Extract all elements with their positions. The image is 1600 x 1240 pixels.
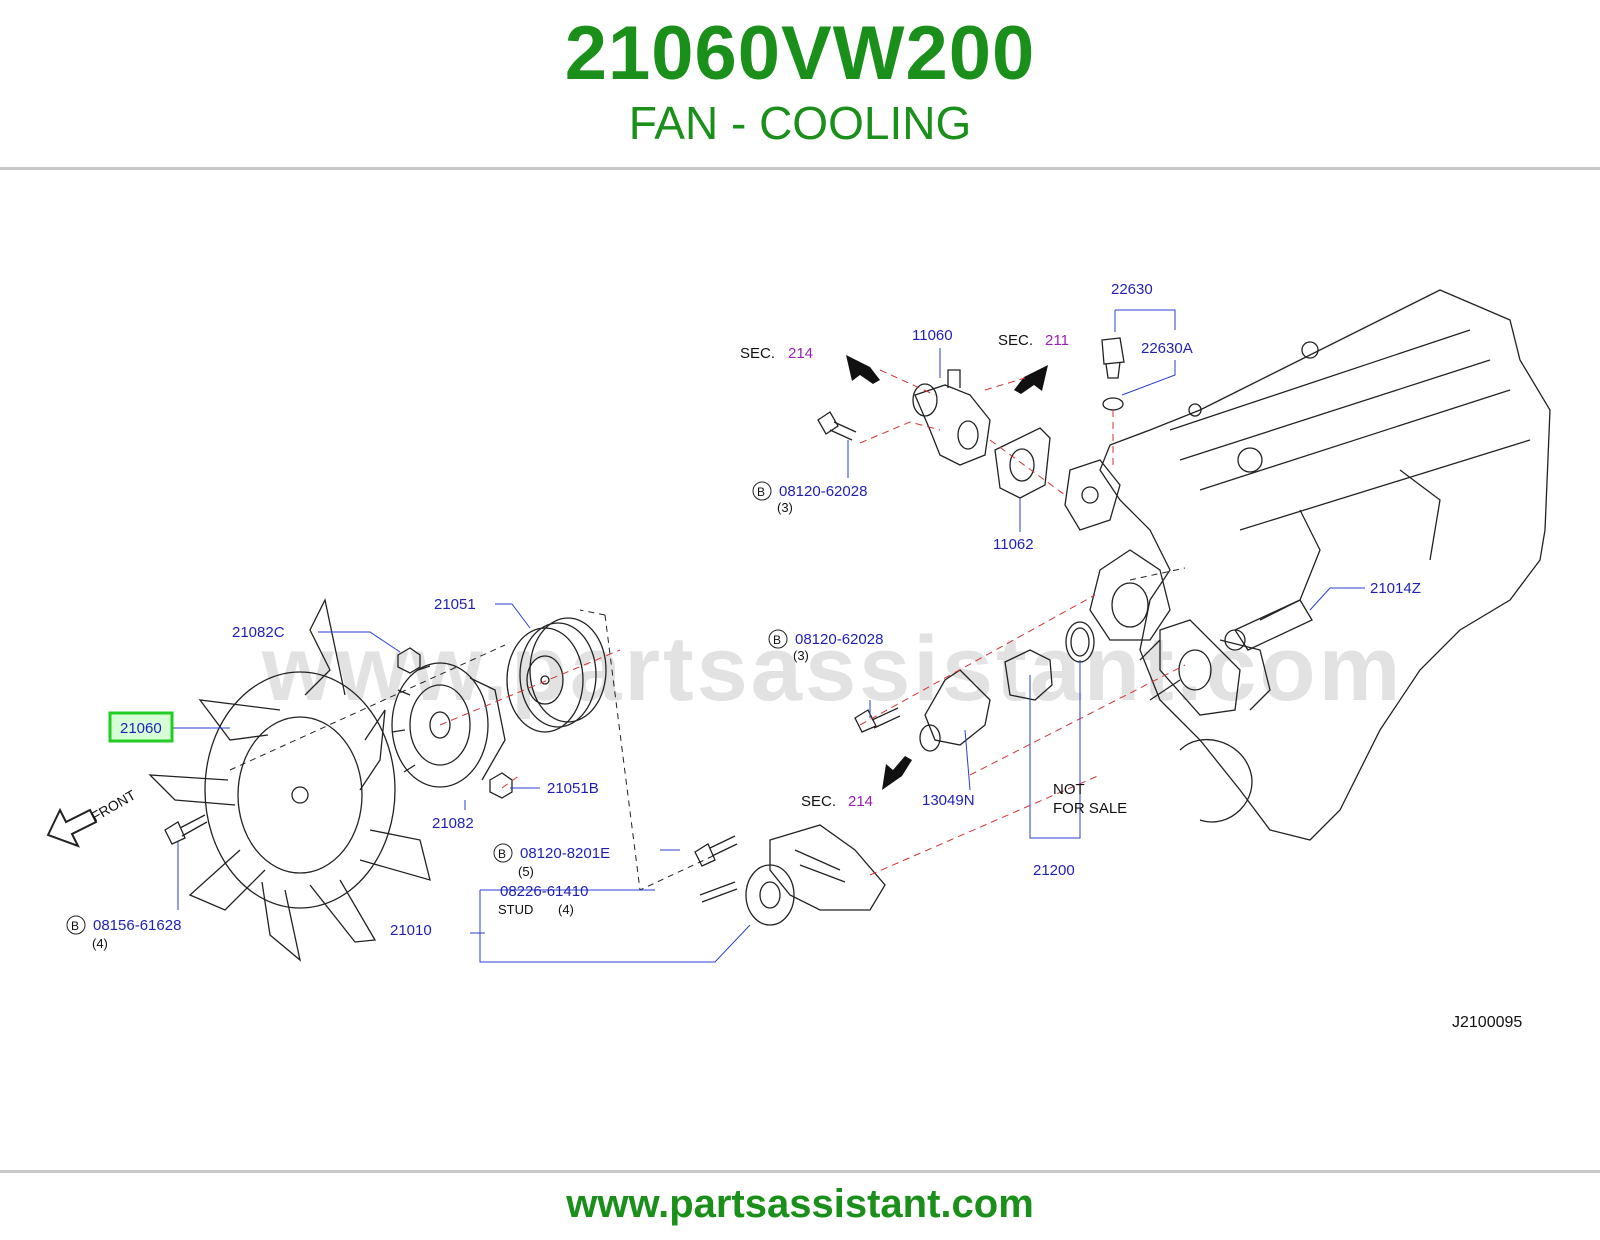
label-22630[interactable]: 22630 [1111, 281, 1153, 298]
b-marker-icon [768, 629, 788, 649]
label-08226-61410[interactable]: 08226-61410 [500, 883, 588, 900]
label-21060[interactable]: 21060 [120, 720, 162, 737]
label-13049N[interactable]: 13049N [922, 792, 975, 809]
label-08120-62028-upper-group: B 08120-62028 (3) [752, 481, 867, 515]
sec-label: SEC. [740, 345, 775, 362]
label-08120-62028-lower-group: B 08120-62028 (3) [768, 629, 883, 663]
b-marker-icon [493, 843, 513, 863]
arrow-sec214-upper-icon [846, 355, 880, 384]
arrow-sec211-icon [1014, 365, 1048, 394]
pulley-drawing [506, 617, 607, 733]
label-08120-62028-upper-qty: (3) [777, 500, 793, 515]
label-08120-62028-lower[interactable]: 08120-62028 [795, 631, 883, 648]
page-header: 21060VW200 FAN - COOLING [0, 0, 1600, 168]
gasket-11062-drawing [994, 427, 1051, 499]
sec-number-211[interactable]: 211 [1045, 332, 1069, 349]
label-08156-61628-group: B 08156-61628 (4) [66, 915, 181, 951]
b-marker-text: B [757, 485, 765, 499]
label-08120-8201E[interactable]: 08120-8201E [520, 845, 610, 862]
bolt-upper-drawing [817, 411, 857, 441]
part-number-title: 21060VW200 [564, 11, 1036, 96]
label-11062[interactable]: 11062 [993, 536, 1034, 553]
fan-blade-drawing [148, 598, 431, 962]
label-for-sale: FOR SALE [1053, 800, 1127, 817]
label-21010[interactable]: 21010 [390, 922, 432, 939]
b-marker-text: B [773, 633, 781, 647]
drawing-code: J2100095 [1452, 1014, 1522, 1031]
housing-13049N-drawing [854, 669, 991, 752]
header-divider [0, 167, 1600, 170]
footer-site-link[interactable]: www.partsassistant.com [566, 1182, 1034, 1226]
label-21014Z[interactable]: 21014Z [1370, 580, 1421, 597]
b-marker-text: B [71, 919, 79, 933]
label-08226-61410-group: 08226-61410 STUD (4) [498, 883, 588, 917]
label-stud-qty: (4) [558, 902, 574, 917]
sec-number-214-upper[interactable]: 214 [788, 345, 813, 362]
b-marker-icon [752, 481, 772, 501]
label-08120-8201E-qty: (5) [518, 864, 534, 879]
label-stud: STUD [498, 902, 533, 917]
sec-214-lower[interactable]: SEC. 214 [801, 793, 873, 810]
sec-211[interactable]: SEC. 211 [998, 332, 1069, 349]
label-21082[interactable]: 21082 [432, 815, 474, 832]
front-label: FRONT [89, 786, 139, 824]
b-marker-icon [66, 915, 86, 935]
label-08156-61628-qty: (4) [92, 936, 108, 951]
alignment-lines [229, 369, 1186, 891]
front-arrow-icon [46, 807, 98, 848]
label-21051[interactable]: 21051 [434, 596, 476, 613]
sec-label: SEC. [801, 793, 836, 810]
parts-diagram: www.partsassistant.com [0, 270, 1600, 1070]
part-description-title: FAN - COOLING [628, 97, 972, 149]
label-22630A[interactable]: 22630A [1141, 340, 1193, 357]
arrow-sec214-lower-icon [882, 756, 912, 790]
nut-drawings [397, 647, 513, 799]
label-08120-62028-lower-qty: (3) [793, 648, 809, 663]
water-outlet-11060-drawing [912, 369, 991, 466]
b-marker-text: B [498, 847, 506, 861]
part-21014Z-drawing [1224, 587, 1365, 651]
engine-block-drawing [1064, 289, 1551, 841]
label-08120-62028-upper[interactable]: 08120-62028 [779, 483, 867, 500]
sec-214-upper[interactable]: SEC. 214 [740, 345, 813, 362]
sensor-22630-drawing [1101, 337, 1125, 411]
label-21082C[interactable]: 21082C [232, 624, 285, 641]
bolt-08156-drawing [164, 814, 208, 845]
label-not: NOT [1053, 781, 1085, 798]
sec-number-214-lower[interactable]: 214 [848, 793, 873, 810]
leader-lines [173, 309, 1176, 963]
label-21200[interactable]: 21200 [1033, 862, 1075, 879]
part-21060-highlight [108, 711, 174, 743]
fan-clutch-drawing [391, 662, 506, 788]
water-pump-drawing [694, 824, 886, 926]
label-08156-61628[interactable]: 08156-61628 [93, 917, 181, 934]
label-21051B[interactable]: 21051B [547, 780, 599, 797]
label-11060[interactable]: 11060 [912, 327, 953, 344]
label-08120-8201E-group: B 08120-8201E (5) [493, 843, 610, 879]
footer-divider [0, 1170, 1600, 1173]
direction-arrows [846, 355, 1048, 790]
sec-label: SEC. [998, 332, 1033, 349]
